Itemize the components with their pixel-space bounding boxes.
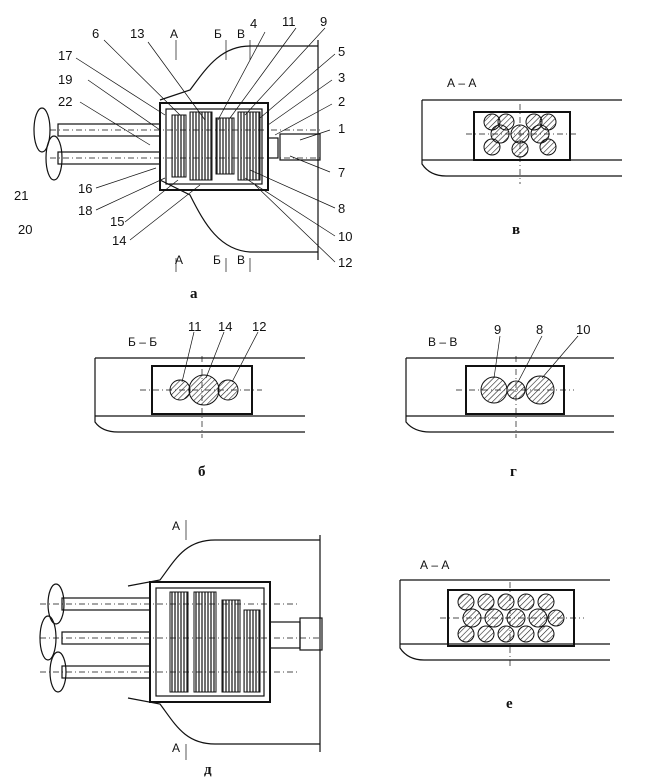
section-mark-b-top: Б — [214, 27, 222, 41]
section-mark-d-top: А — [172, 519, 180, 533]
section-title-b: Б – Б — [128, 335, 157, 349]
hull-outline-d — [127, 539, 320, 745]
gear-stack-d4 — [243, 609, 261, 693]
section-mark-a-bottom: А — [175, 253, 183, 267]
gear-stack-a3 — [215, 117, 235, 175]
propeller-upper-a — [33, 107, 51, 153]
callout-12: 12 — [338, 255, 352, 270]
callout-10: 10 — [338, 229, 352, 244]
figure-v: А – А в — [421, 76, 622, 238]
gear-cluster-v — [483, 113, 557, 158]
gear-11-b — [169, 379, 191, 401]
callout-15: 15 — [110, 214, 124, 229]
callout-20: 20 — [18, 222, 32, 237]
callout-7: 7 — [338, 165, 345, 180]
figure-g: В – В 9 8 10 г — [405, 322, 614, 480]
section-mark-d-bottom: А — [172, 741, 180, 755]
callout-13: 13 — [130, 26, 144, 41]
callout-b-11: 11 — [188, 319, 202, 334]
gear-stack-d1 — [169, 591, 189, 693]
callout-3: 3 — [338, 70, 345, 85]
propeller-d2 — [39, 615, 57, 661]
callout-16: 16 — [78, 181, 92, 196]
input-shaft-a — [279, 133, 321, 161]
propeller-d3 — [49, 651, 67, 693]
gear-stack-d3 — [221, 599, 241, 693]
caption-v: в — [512, 222, 520, 238]
callout-22: 22 — [58, 94, 72, 109]
figure-b: Б – Б 11 14 12 б — [94, 319, 305, 480]
callout-18: 18 — [78, 203, 92, 218]
callout-5: 5 — [338, 44, 345, 59]
callout-19: 19 — [58, 72, 72, 87]
caption-b: б — [198, 464, 206, 480]
callout-1: 1 — [338, 121, 345, 136]
gear-cluster-e — [457, 593, 565, 643]
figure-e: А – А е — [399, 558, 610, 712]
caption-g: г — [510, 464, 517, 480]
section-mark-v-bottom: В — [237, 253, 245, 267]
figure-d: А А д — [39, 519, 323, 778]
callout-g-8: 8 — [536, 322, 543, 337]
callout-6: 6 — [92, 26, 99, 41]
gear-10-g — [525, 375, 555, 405]
caption-a: а — [190, 286, 198, 302]
callout-b-12: 12 — [252, 319, 266, 334]
callout-b-14: 14 — [218, 319, 232, 334]
section-title-g: В – В — [428, 335, 457, 349]
callout-4: 4 — [250, 16, 257, 31]
section-title-v: А – А — [447, 76, 476, 90]
callout-11: 11 — [282, 14, 296, 29]
callout-21: 21 — [14, 188, 28, 203]
caption-d: д — [204, 762, 212, 778]
hull-outline-a — [159, 45, 318, 253]
section-title-e: А – А — [420, 558, 449, 572]
section-mark-a-top: А — [170, 27, 178, 41]
callout-17: 17 — [58, 48, 72, 63]
callout-2: 2 — [338, 94, 345, 109]
callout-14: 14 — [112, 233, 126, 248]
input-shaft-d — [299, 617, 323, 651]
gear-12-b — [217, 379, 239, 401]
callout-g-10: 10 — [576, 322, 590, 337]
callout-g-9: 9 — [494, 322, 501, 337]
gear-stack-a4 — [237, 111, 261, 181]
propeller-lower-a — [45, 135, 63, 181]
gear-8-g — [506, 380, 526, 400]
section-mark-v-top: В — [237, 27, 245, 41]
gear-stack-a2 — [189, 111, 213, 181]
propeller-d1 — [47, 583, 65, 625]
caption-e: е — [506, 696, 513, 712]
gear-stack-d2 — [193, 591, 217, 693]
figure-a: А Б В А Б В 1 2 — [14, 14, 352, 302]
gear-14-b — [188, 374, 220, 406]
section-mark-b-bottom: Б — [213, 253, 221, 267]
gear-stack-a1 — [171, 114, 187, 178]
callout-9: 9 — [320, 14, 327, 29]
gear-9-g — [480, 376, 508, 404]
callout-8: 8 — [338, 201, 345, 216]
gearbox-section-v — [473, 111, 571, 161]
